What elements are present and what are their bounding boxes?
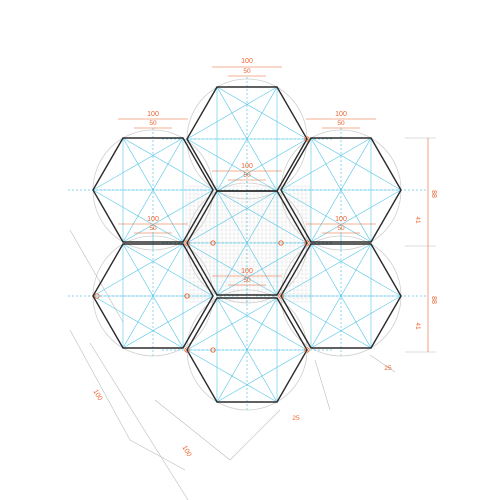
guide-star-upper-left bbox=[92, 137, 184, 191]
vertex-marker bbox=[94, 293, 100, 299]
guide-star-lower-left bbox=[122, 295, 214, 349]
dim-lr-50: 50 bbox=[337, 225, 345, 232]
vertex-marker bbox=[304, 347, 310, 353]
guide-star-top bbox=[216, 86, 308, 140]
dim-ll-100: 100 bbox=[147, 216, 159, 223]
guide-star-center bbox=[216, 242, 308, 296]
vertex-marker bbox=[278, 240, 284, 246]
construction-line bbox=[369, 354, 396, 373]
guide-star-upper-right bbox=[280, 189, 372, 243]
dim-small-25-a: 25 bbox=[384, 365, 392, 372]
hexagon-lower-right bbox=[280, 243, 402, 349]
dim-top-100: 100 bbox=[241, 58, 253, 65]
dim-lr-100: 100 bbox=[335, 216, 347, 223]
dim-ur-100: 100 bbox=[335, 111, 347, 118]
guide-star-bottom bbox=[186, 349, 278, 403]
hexagon-center bbox=[186, 190, 308, 296]
guide-star-upper-right bbox=[280, 137, 372, 191]
guide-star-upper-right bbox=[310, 189, 402, 243]
guide-star-lower-right bbox=[310, 243, 402, 297]
vertex-marker bbox=[210, 240, 216, 246]
guide-star-upper-left bbox=[122, 189, 214, 243]
construction-line bbox=[314, 359, 331, 411]
guide-star-center bbox=[216, 190, 308, 244]
guide-star-top bbox=[216, 138, 308, 192]
vertex-marker bbox=[184, 347, 190, 353]
dim-ul-100: 100 bbox=[147, 111, 159, 118]
dim-center-100: 100 bbox=[241, 163, 253, 170]
vertex-marker bbox=[278, 293, 284, 299]
construction-line bbox=[154, 399, 231, 461]
dim-right-41-b: 41 bbox=[414, 322, 421, 330]
dimension-labels: 100 50 100 50 100 50 100 50 100 50 bbox=[91, 58, 437, 458]
construction-line bbox=[129, 439, 186, 471]
hexagon-group bbox=[92, 86, 402, 403]
guide-star-center bbox=[186, 190, 278, 244]
vertex-marker bbox=[184, 293, 190, 299]
vertex-marker bbox=[304, 240, 310, 246]
dim-right-88-a: 88 bbox=[430, 190, 437, 198]
construction-line bbox=[69, 229, 124, 323]
vertex-marker bbox=[304, 136, 310, 142]
dim-lc-50: 50 bbox=[243, 277, 251, 284]
dim-ul-50: 50 bbox=[149, 120, 157, 127]
guide-star-lower-left bbox=[92, 243, 184, 297]
guide-star-lower-left bbox=[122, 243, 214, 297]
guide-star-lower-left bbox=[92, 295, 184, 349]
guide-star-bottom bbox=[216, 349, 308, 403]
guide-star-upper-right bbox=[310, 137, 402, 191]
guide-star-top bbox=[186, 138, 278, 192]
construction-line bbox=[69, 329, 131, 441]
dim-lc-100: 100 bbox=[241, 268, 253, 275]
guide-star-upper-left bbox=[92, 189, 184, 243]
guide-star-bottom bbox=[216, 297, 308, 351]
construction-line bbox=[229, 409, 281, 461]
dim-small-25-b: 25 bbox=[292, 415, 300, 422]
hexagon-upper-left bbox=[92, 137, 214, 243]
guide-lines bbox=[68, 77, 426, 412]
guide-star-lower-right bbox=[280, 243, 372, 297]
vertex-markers bbox=[94, 136, 310, 353]
dim-diag-100-b: 100 bbox=[180, 444, 192, 458]
vertex-marker bbox=[210, 347, 216, 353]
hexagon-upper-right bbox=[280, 137, 402, 243]
guide-star-bottom bbox=[186, 297, 278, 351]
guide-star-lower-right bbox=[310, 295, 402, 349]
dim-top-50: 50 bbox=[243, 68, 251, 75]
dim-right-88-b: 88 bbox=[430, 296, 437, 304]
guide-star-top bbox=[186, 86, 278, 140]
construction-line bbox=[89, 342, 189, 500]
dim-center-50: 50 bbox=[243, 172, 251, 179]
guide-star-center bbox=[186, 242, 278, 296]
guide-star-upper-left bbox=[122, 137, 214, 191]
vertex-marker bbox=[184, 240, 190, 246]
dim-ll-50: 50 bbox=[149, 225, 157, 232]
hexagon-bottom bbox=[186, 297, 308, 403]
construction-lines bbox=[69, 137, 436, 500]
dim-right-41-a: 41 bbox=[414, 216, 421, 224]
hexagon-lower-left bbox=[92, 243, 214, 349]
dim-ur-50: 50 bbox=[337, 120, 345, 127]
dim-diag-100-a: 100 bbox=[91, 388, 103, 402]
guide-star-lower-right bbox=[280, 295, 372, 349]
